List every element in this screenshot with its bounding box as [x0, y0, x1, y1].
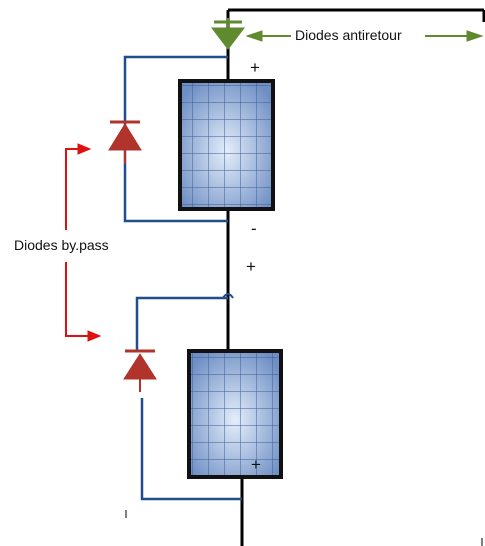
antireturn-label: Diodes antiretour [295, 27, 402, 43]
antireturn-diode-icon [210, 18, 246, 50]
wire-hop [222, 293, 234, 299]
panel2-plus-sign: + [246, 257, 256, 276]
bypass-wire-2-bottom [140, 398, 242, 501]
panel1-plus-sign: + [250, 58, 260, 77]
bypass-wire-2 [135, 296, 228, 350]
panel1-minus-sign: - [251, 219, 257, 238]
bypass-diode-1-icon [108, 120, 142, 164]
bypass-arrows [65, 143, 102, 342]
solar-panel-2 [187, 349, 283, 479]
antireturn-arrow [245, 30, 484, 42]
bypass-label: Diodes by.pass [14, 237, 109, 253]
panel2-inner-plus-sign: + [251, 455, 261, 474]
bypass-diode-2-icon [123, 349, 157, 392]
solar-panel-1 [178, 79, 275, 211]
